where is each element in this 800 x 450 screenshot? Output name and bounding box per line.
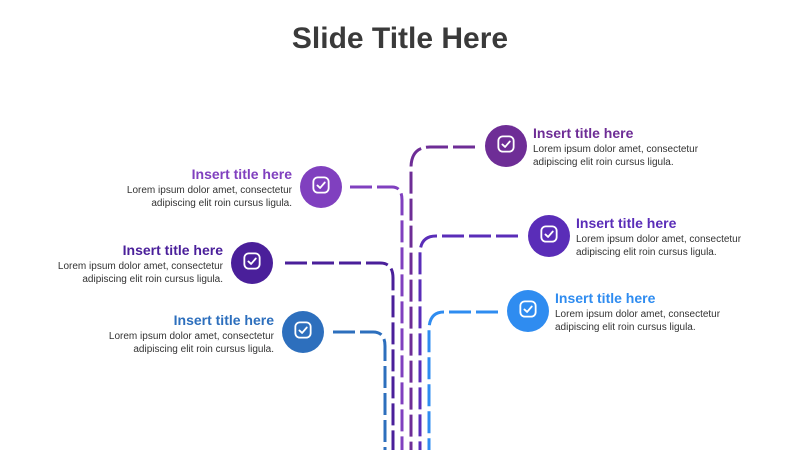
slide-title: Slide Title Here: [291, 22, 509, 55]
item-body-line: adipiscing elit roin cursus ligula.: [555, 322, 696, 333]
connector-right-2: [418, 234, 518, 450]
check-badge-icon: [243, 251, 261, 275]
node-right-1: [485, 125, 527, 167]
connector-right-3: [427, 310, 498, 450]
item-body-line: Lorem ipsum dolor amet, consectetur: [555, 309, 721, 320]
node-left-3: [282, 311, 324, 353]
item-body-line: adipiscing elit roin cursus ligula.: [151, 198, 292, 209]
item-title: Insert title here: [576, 215, 677, 231]
check-badge-icon: [519, 299, 537, 323]
node-left-1: [300, 166, 342, 208]
node-left-2: [231, 242, 273, 284]
text-block-right-1: Insert title here Lorem ipsum dolor amet…: [533, 125, 763, 169]
node-right-2: [528, 215, 570, 257]
item-body-line: Lorem ipsum dolor amet, consectetur: [108, 331, 274, 342]
check-badge-icon: [294, 320, 312, 344]
check-badge-icon: [312, 175, 330, 199]
item-body-line: adipiscing elit roin cursus ligula.: [82, 274, 223, 285]
item-title: Insert title here: [173, 312, 274, 328]
text-block-left-2: Insert title here Lorem ipsum dolor amet…: [0, 242, 223, 286]
item-body-line: Lorem ipsum dolor amet, consectetur: [57, 261, 223, 272]
text-block-right-2: Insert title here Lorem ipsum dolor amet…: [576, 215, 800, 259]
text-block-right-3: Insert title here Lorem ipsum dolor amet…: [555, 290, 785, 334]
item-body-line: Lorem ipsum dolor amet, consectetur: [533, 144, 699, 155]
item-body-line: Lorem ipsum dolor amet, consectetur: [576, 234, 742, 245]
item-body-line: Lorem ipsum dolor amet, consectetur: [126, 185, 292, 196]
connector-left-1: [350, 185, 404, 450]
check-badge-icon: [497, 134, 515, 158]
item-title: Insert title here: [555, 290, 656, 306]
text-block-left-1: Insert title here Lorem ipsum dolor amet…: [62, 166, 292, 210]
item-body-line: adipiscing elit roin cursus ligula.: [133, 344, 274, 355]
item-body-line: adipiscing elit roin cursus ligula.: [576, 247, 717, 258]
connector-left-3: [333, 330, 387, 450]
item-body-line: adipiscing elit roin cursus ligula.: [533, 157, 674, 168]
node-right-3: [507, 290, 549, 332]
connector-right-1: [409, 145, 475, 450]
item-title: Insert title here: [191, 166, 292, 182]
item-title: Insert title here: [533, 125, 634, 141]
text-block-left-3: Insert title here Lorem ipsum dolor amet…: [44, 312, 274, 356]
connector-left-2: [285, 261, 395, 450]
item-title: Insert title here: [122, 242, 223, 258]
check-badge-icon: [540, 224, 558, 248]
